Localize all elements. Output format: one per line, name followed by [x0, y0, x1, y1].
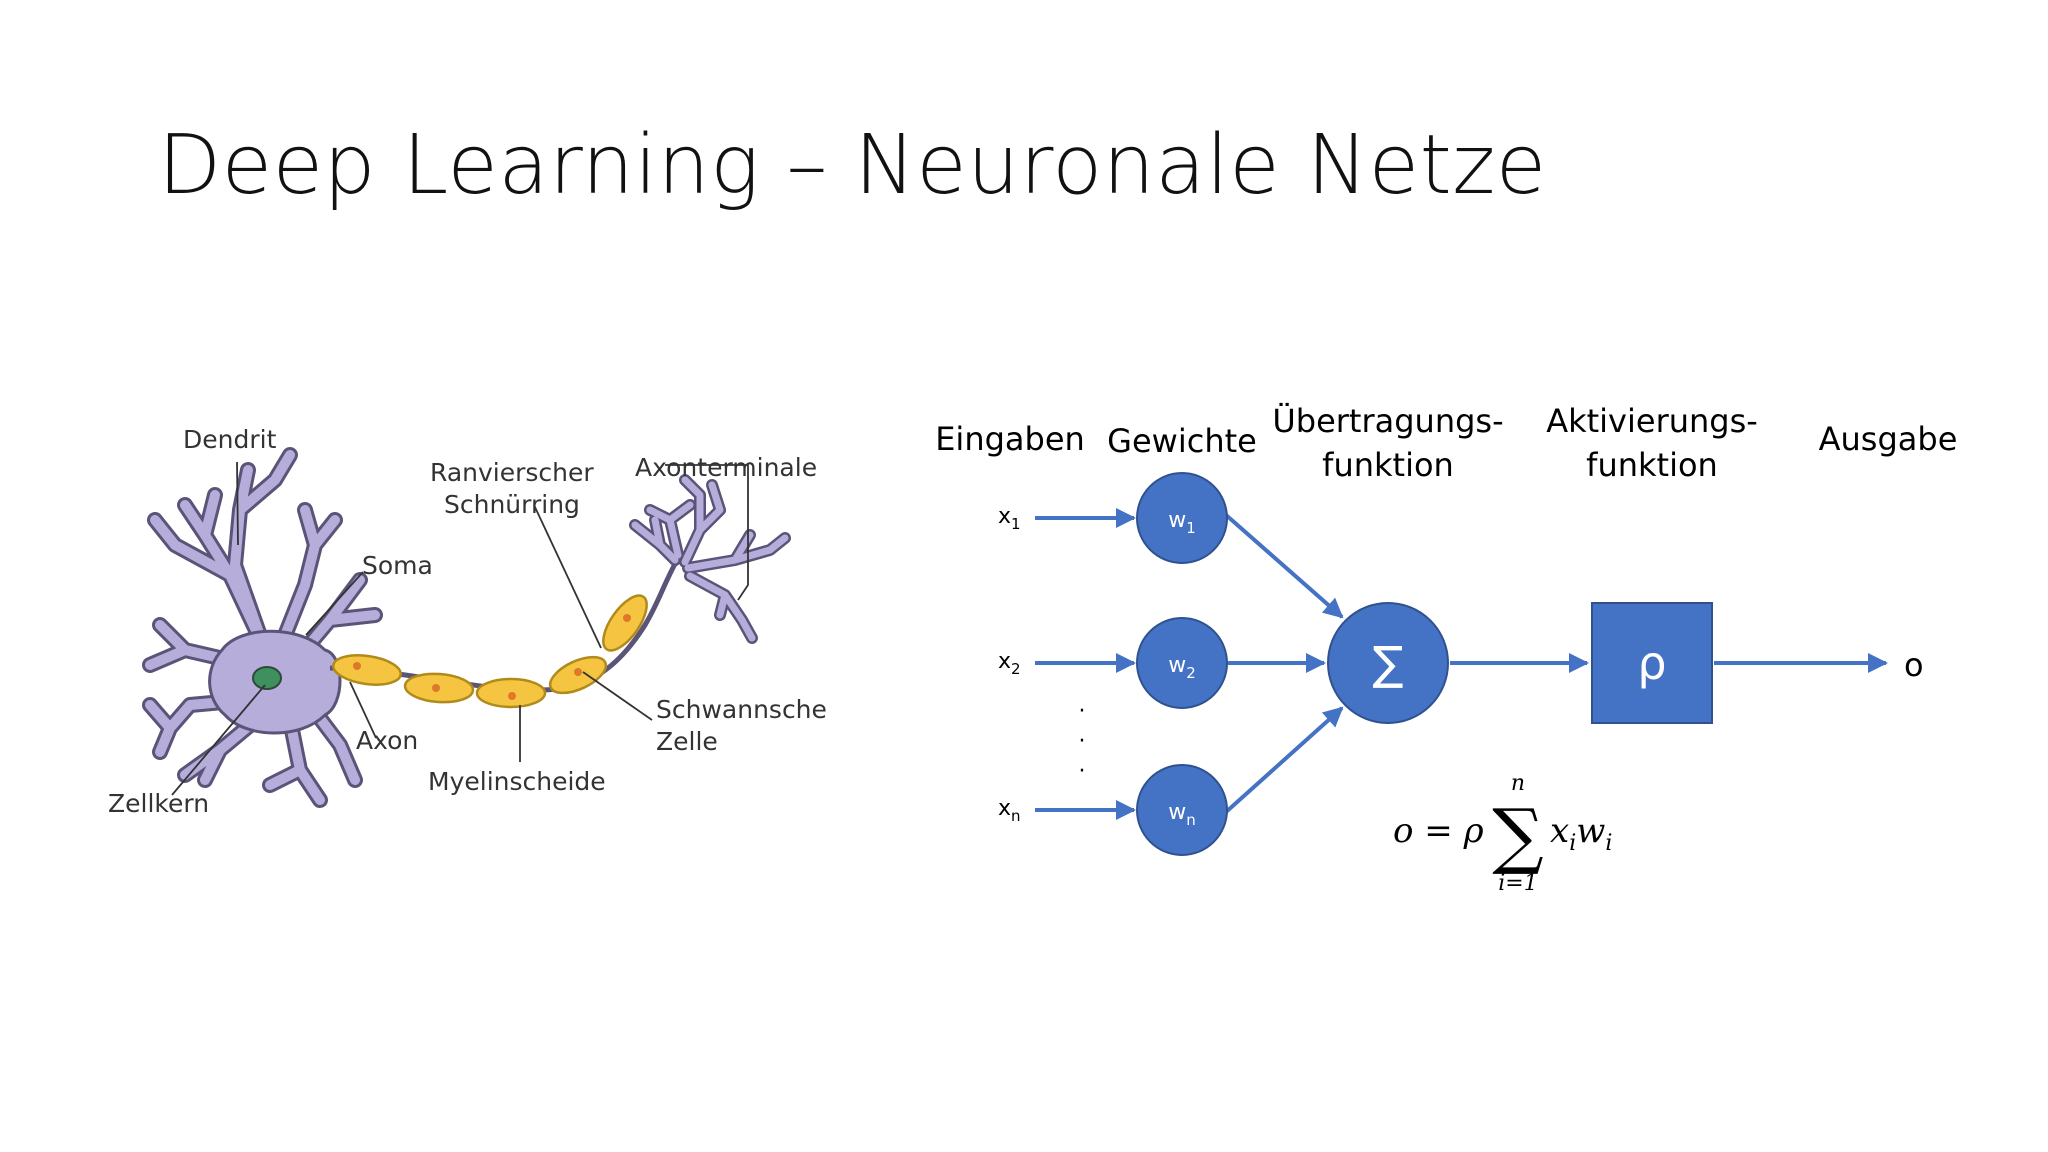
formula-term: xiwi	[1550, 811, 1612, 856]
slide-title: Deep Learning – Neuronale Netze	[158, 118, 1547, 213]
header-aktivierung-line1: Aktivierungs-	[1546, 402, 1758, 440]
leader-lines	[171, 461, 749, 796]
label-axonterminale: Axonterminale	[635, 453, 817, 482]
weight-node-1: w1	[1136, 472, 1228, 564]
label-dendrit: Dendrit	[183, 425, 277, 454]
label-soma: Soma	[362, 551, 433, 580]
svg-text:w1: w1	[1168, 508, 1196, 537]
myelin-sheaths	[332, 594, 648, 709]
label-schwann-line2: Zelle	[656, 727, 718, 756]
sum-symbol: ∑	[1373, 636, 1404, 690]
arrow-w1-sum	[1224, 513, 1344, 619]
ellipsis-dot-3: ·	[1079, 759, 1086, 784]
activation-node: ρ	[1591, 602, 1713, 724]
connection-arrows	[1035, 508, 1888, 820]
arrow-wn-sum	[1224, 706, 1344, 814]
header-aktivierung-line2: funktion	[1586, 446, 1718, 484]
formula-upper: n	[1511, 771, 1525, 796]
label-ranvier-line2: Schnürring	[444, 490, 580, 519]
header-gewichte: Gewichte	[1107, 422, 1257, 460]
label-axon: Axon	[356, 726, 418, 755]
output-label: o	[1904, 646, 1924, 684]
formula-sum: ∑	[1492, 793, 1543, 877]
input-xn: xn	[998, 796, 1021, 825]
cell-nucleus	[252, 666, 282, 690]
input-x2: x2	[998, 649, 1021, 678]
formula-lhs: o = ρ	[1393, 811, 1484, 851]
header-eingaben: Eingaben	[935, 420, 1085, 458]
svg-text:w2: w2	[1168, 653, 1196, 682]
weight-node-2: w2	[1136, 617, 1228, 709]
label-myelinscheide: Myelinscheide	[428, 767, 606, 796]
ellipsis-dot-2: ·	[1079, 729, 1086, 754]
formula-lower: i=1	[1498, 871, 1537, 896]
neuron-illustration: Dendrit Soma Ranvierscher Schnürring Axo…	[108, 425, 827, 818]
svg-text:wn: wn	[1168, 800, 1196, 829]
activation-symbol: ρ	[1637, 636, 1666, 690]
header-uebertragung-line1: Übertragungs-	[1272, 402, 1503, 440]
perceptron-diagram: Eingaben Gewichte Übertragungs- funktion…	[935, 402, 1957, 896]
header-uebertragung-line2: funktion	[1322, 446, 1454, 484]
label-ranvier-line1: Ranvierscher	[430, 458, 594, 487]
header-ausgabe: Ausgabe	[1819, 420, 1958, 458]
formula: o = ρ n ∑ i=1 xiwi	[1393, 771, 1612, 896]
sum-node: ∑	[1327, 602, 1449, 724]
label-zellkern: Zellkern	[108, 789, 209, 818]
weight-node-n: wn	[1136, 764, 1228, 856]
label-schwann-line1: Schwannsche	[656, 695, 827, 724]
ellipsis-dot-1: ·	[1079, 699, 1086, 724]
input-x1: x1	[998, 504, 1021, 533]
axon-terminals	[629, 474, 791, 644]
